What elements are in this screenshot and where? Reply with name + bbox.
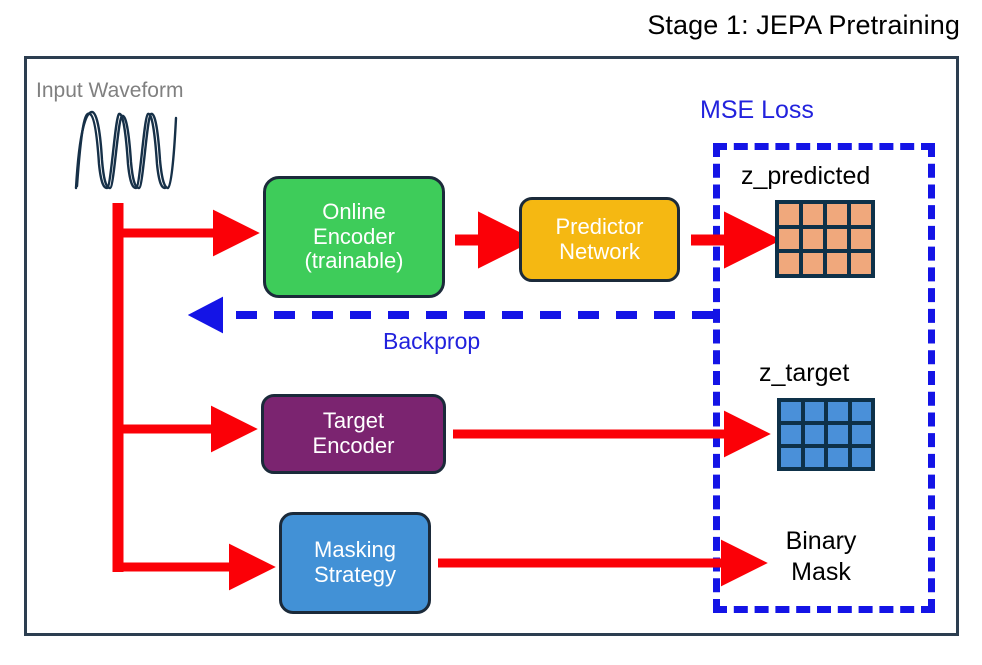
target-encoder-line1: Target <box>322 408 385 434</box>
page-title: Stage 1: JEPA Pretraining <box>647 10 960 40</box>
mse-loss-label: MSE Loss <box>700 96 814 124</box>
grid-cell <box>828 448 848 467</box>
node-online-encoder[interactable]: Online Encoder (trainable) <box>263 176 445 298</box>
target-encoder-line2: Encoder <box>312 433 395 458</box>
node-predictor-network[interactable]: Predictor Network <box>519 197 680 282</box>
grid-cell <box>804 402 824 421</box>
grid-cell <box>779 204 799 225</box>
grid-cell <box>828 402 848 421</box>
grid-cell <box>803 204 823 225</box>
backprop-label: Backprop <box>383 328 481 354</box>
input-waveform-label: Input Waveform <box>36 79 184 102</box>
online-encoder-line2: Encoder <box>313 223 395 249</box>
grid-cell <box>851 228 871 250</box>
grid-cell <box>781 448 801 467</box>
binary-mask-line1: Binary <box>785 527 857 555</box>
grid-cell <box>804 448 824 467</box>
online-encoder-line1: Online <box>322 198 386 224</box>
masking-strategy-line2: Strategy <box>314 562 396 587</box>
grid-cell <box>781 402 801 421</box>
online-encoder-line3: (trainable) <box>304 248 404 274</box>
grid-cell <box>779 253 799 274</box>
grid-cell <box>851 402 871 421</box>
binary-mask-line2: Mask <box>791 557 851 586</box>
grid-cell <box>827 253 847 274</box>
binary-mask-label: Binary Mask <box>766 526 876 587</box>
predictor-network-line2: Network <box>559 238 640 264</box>
grid-cell <box>827 204 847 225</box>
z-target-label: z_target <box>759 359 850 387</box>
node-target-encoder[interactable]: Target Encoder <box>261 394 446 474</box>
grid-cell <box>781 425 801 444</box>
z-predicted-grid <box>775 200 875 278</box>
diagram-outer-frame <box>24 56 959 636</box>
sine-waveform-icon <box>74 110 178 190</box>
grid-cell <box>851 253 871 274</box>
grid-cell <box>851 425 871 444</box>
grid-cell <box>851 448 871 467</box>
node-masking-strategy[interactable]: Masking Strategy <box>279 512 431 614</box>
grid-cell <box>828 425 848 444</box>
grid-cell <box>779 228 799 250</box>
z-target-grid <box>777 398 875 471</box>
mse-loss-region <box>713 143 935 613</box>
grid-cell <box>851 204 871 225</box>
grid-cell <box>827 228 847 250</box>
predictor-network-line1: Predictor <box>555 213 644 239</box>
grid-cell <box>804 425 824 444</box>
grid-cell <box>803 253 823 274</box>
z-predicted-label: z_predicted <box>741 162 871 190</box>
masking-strategy-line1: Masking <box>314 537 396 563</box>
grid-cell <box>803 228 823 250</box>
